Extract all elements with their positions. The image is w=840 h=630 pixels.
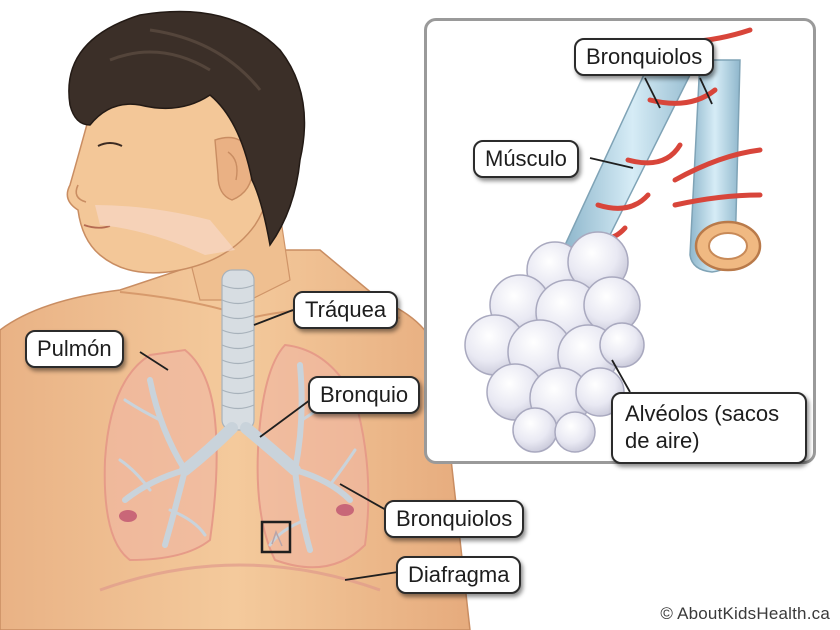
label-traquea: Tráquea [293, 291, 398, 329]
label-bronquiolos-body: Bronquiolos [384, 500, 524, 538]
label-musculo: Músculo [473, 140, 579, 178]
label-bronquio: Bronquio [308, 376, 420, 414]
label-bronquiolos-inset: Bronquiolos [574, 38, 714, 76]
copyright-credit: © AboutKidsHealth.ca [660, 604, 830, 624]
label-alveolos: Alvéolos (sacos de aire) [611, 392, 807, 464]
label-diafragma: Diafragma [396, 556, 521, 594]
label-pulmon: Pulmón [25, 330, 124, 368]
